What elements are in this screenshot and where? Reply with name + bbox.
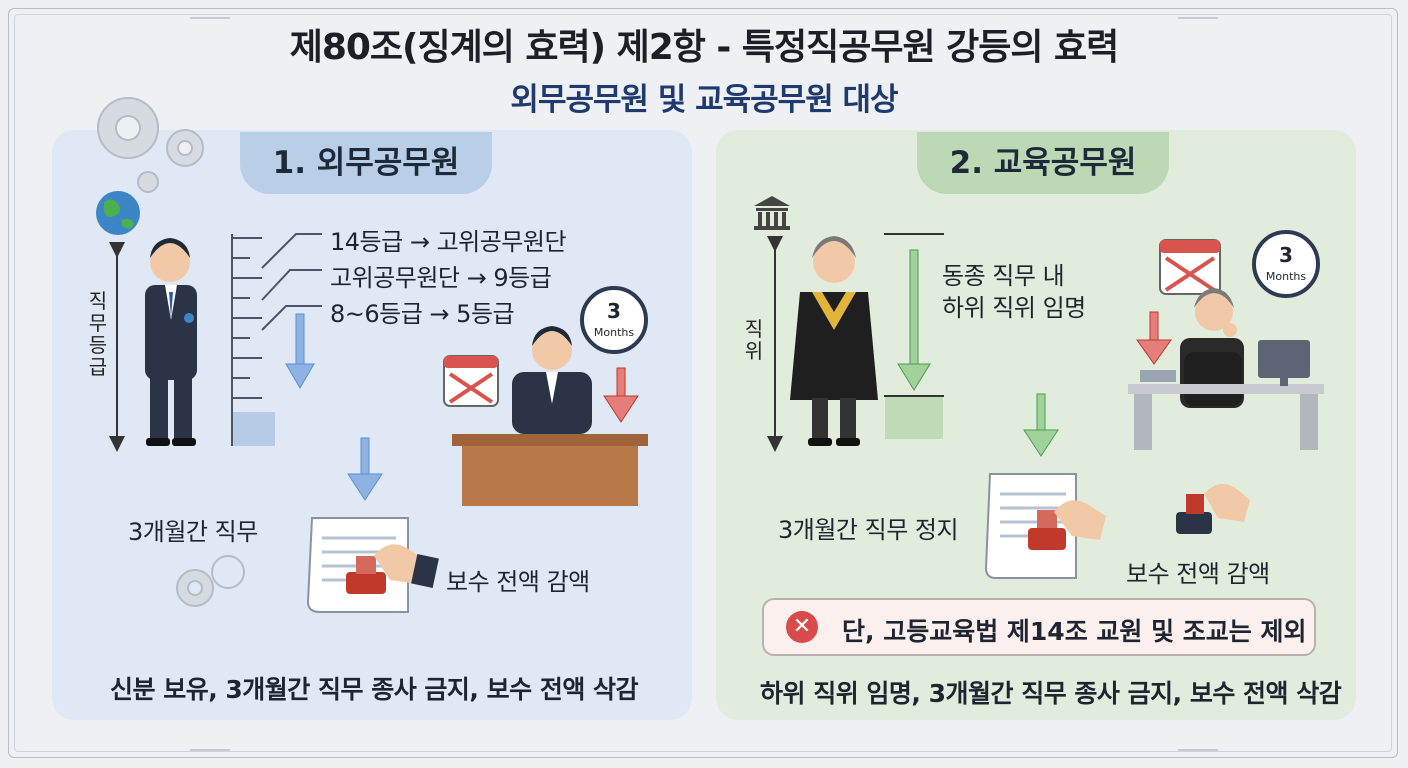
grade-ruler <box>231 233 322 446</box>
left-suspension-text: 3개월간 직무 <box>128 518 258 546</box>
step-2: 고위공무원단 → 9등급 <box>330 264 552 292</box>
down-arrow-icon <box>1023 393 1059 457</box>
clock-number: 3 <box>1279 243 1293 267</box>
outer-frame <box>8 8 1398 758</box>
crossed-calendar-icon <box>443 355 499 407</box>
gears-icon <box>97 97 245 607</box>
diplomat-figure <box>145 238 197 446</box>
down-arrow-icon <box>1136 311 1172 365</box>
down-arrow-icon <box>603 367 639 423</box>
right-suspension-text: 3개월간 직무 정지 <box>778 516 959 544</box>
stamp-hand-icon <box>346 544 439 594</box>
education-service-heading: 2. 교육공무원 <box>917 132 1169 194</box>
step-3: 8~6등급 → 5등급 <box>330 300 515 328</box>
right-summary: 하위 직위 임명, 3개월간 직무 종사 금지, 보수 전액 삭감 <box>760 679 1342 708</box>
stamp-hand-icon <box>1176 483 1250 534</box>
down-arrow-icon <box>285 313 315 389</box>
clock-unit: Months <box>594 326 634 339</box>
appointment-line-1: 동종 직무 내 <box>942 262 1065 290</box>
clock-number: 3 <box>607 299 621 323</box>
document-icon <box>984 473 1077 579</box>
down-arrow-icon <box>897 249 931 391</box>
down-arrow-icon <box>347 437 383 501</box>
x-circle-icon: ✕ <box>786 611 818 643</box>
exception-notice: ✕ 단, 고등교육법 제14조 교원 및 조교는 제외 <box>762 598 1316 656</box>
foreign-service-heading: 1. 외무공무원 <box>240 132 492 194</box>
page-title: 제80조(징계의 효력) 제2항 - 특정직공무원 강등의 효력 <box>289 27 1120 68</box>
step-1: 14등급 → 고위공무원단 <box>330 228 567 256</box>
seated-diplomat-figure <box>452 326 648 506</box>
left-summary: 신분 보유, 3개월간 직무 종사 금지, 보수 전액 삭감 <box>110 675 639 704</box>
courthouse-icon <box>754 196 790 230</box>
appointment-line-2: 하위 직위 임명 <box>942 294 1086 322</box>
right-pay-text: 보수 전액 감액 <box>1126 560 1270 588</box>
clock-icon <box>1252 230 1320 298</box>
page-subtitle: 외무공무원 및 교육공무원 대상 <box>510 82 898 118</box>
clock-icon <box>580 286 648 354</box>
globe-icon <box>96 191 140 235</box>
professor-figure <box>790 236 878 446</box>
exception-text: 단, 고등교육법 제14조 교원 및 조교는 제외 <box>842 617 1307 646</box>
inner-frame <box>14 14 1392 752</box>
stamp-hand-icon <box>1028 500 1106 550</box>
clock-unit: Months <box>1266 270 1306 283</box>
left-pay-text: 보수 전액 감액 <box>446 568 590 596</box>
crossed-calendar-icon <box>1159 239 1221 295</box>
corner-ornaments <box>190 17 1218 751</box>
worried-professor-figure <box>1128 288 1324 450</box>
